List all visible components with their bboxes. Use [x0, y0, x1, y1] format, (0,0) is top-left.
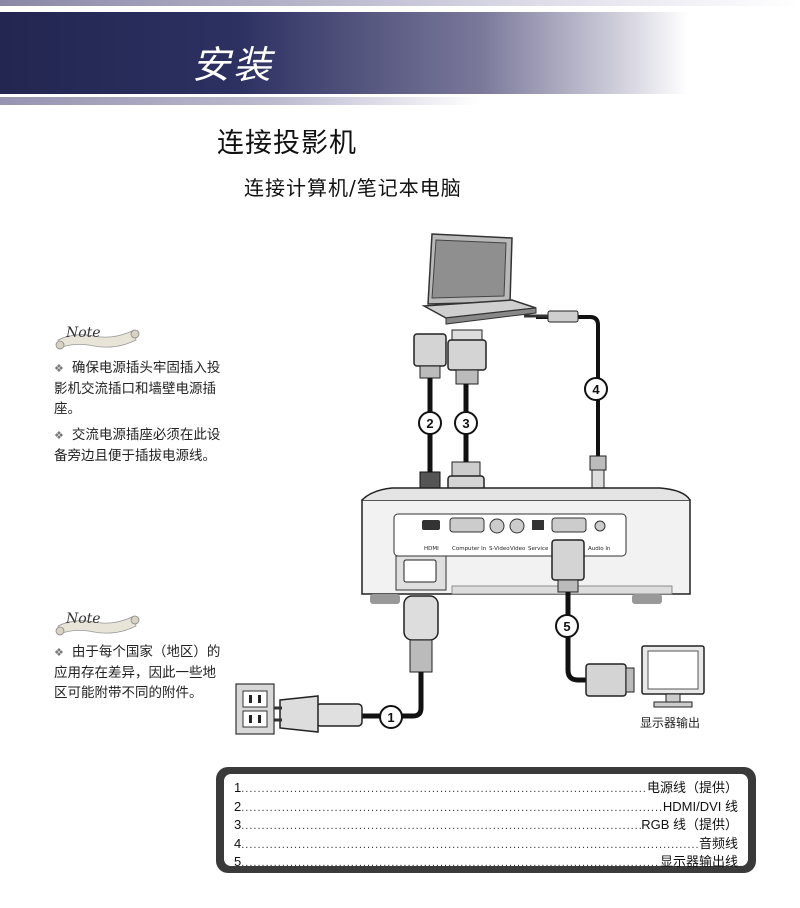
page-subheading: 连接计算机/笔记本电脑	[244, 176, 462, 200]
svg-text:S-Video: S-Video	[489, 546, 510, 552]
wall-outlet-icon	[235, 683, 275, 735]
note-badge-icon: Note	[55, 325, 140, 350]
svg-text:HDMI: HDMI	[424, 546, 439, 552]
cable-legend: 1电源线（提供） 2HDMI/DVI 线 3RGB 线（提供） 4音频线 5显示…	[216, 767, 756, 873]
callout-3: 3	[462, 416, 469, 431]
note-2-text: ❖由于每个国家（地区）的应用存在差异，因此一些地区可能附带不同的附件。	[54, 642, 224, 709]
legend-row: 2HDMI/DVI 线	[234, 796, 738, 815]
top-decor-line	[0, 0, 800, 6]
legend-row: 4音频线	[234, 833, 738, 852]
callout-4: 4	[592, 382, 600, 397]
note-1-text: ❖确保电源插头牢固插入投影机交流插口和墙壁电源插座。 ❖交流电源插座必须在此设备…	[54, 358, 224, 472]
svg-text:Service: Service	[528, 546, 549, 552]
note-1-item-2: ❖交流电源插座必须在此设备旁边且便于插拔电源线。	[54, 427, 221, 464]
svg-text:Computer In: Computer In	[452, 546, 487, 552]
callout-2: 2	[426, 416, 433, 431]
note-badge-icon: Note	[55, 611, 140, 636]
header-banner	[0, 12, 800, 94]
svg-text:Audio In: Audio In	[588, 546, 611, 552]
callout-1: 1	[387, 710, 394, 725]
laptop-icon	[421, 233, 537, 325]
legend-row: 1电源线（提供）	[234, 777, 738, 796]
banner-underline	[0, 97, 800, 105]
callout-5: 5	[563, 619, 570, 634]
diamond-bullet-icon: ❖	[54, 362, 64, 375]
section-title: 安装	[192, 43, 275, 87]
note-badge-label: Note	[65, 325, 101, 341]
note-1-item-1: ❖确保电源插头牢固插入投影机交流插口和墙壁电源插座。	[54, 360, 221, 417]
monitor-icon	[641, 645, 705, 708]
diamond-bullet-icon: ❖	[54, 429, 64, 442]
diamond-bullet-icon: ❖	[54, 646, 64, 659]
legend-row: 5显示器输出线	[234, 851, 738, 870]
note-badge-label: Note	[65, 611, 101, 627]
legend-row: 3RGB 线（提供）	[234, 814, 738, 833]
monitor-out-label: 显示器输出	[640, 715, 700, 730]
svg-text:Video: Video	[510, 546, 526, 552]
note-2-item-1: ❖由于每个国家（地区）的应用存在差异，因此一些地区可能附带不同的附件。	[54, 644, 221, 701]
projector-icon: HDMI Computer In S-Video Video Service A…	[361, 487, 691, 604]
page-heading: 连接投影机	[217, 128, 357, 159]
connection-diagram: HDMI Computer In S-Video Video Service A…	[235, 233, 705, 735]
